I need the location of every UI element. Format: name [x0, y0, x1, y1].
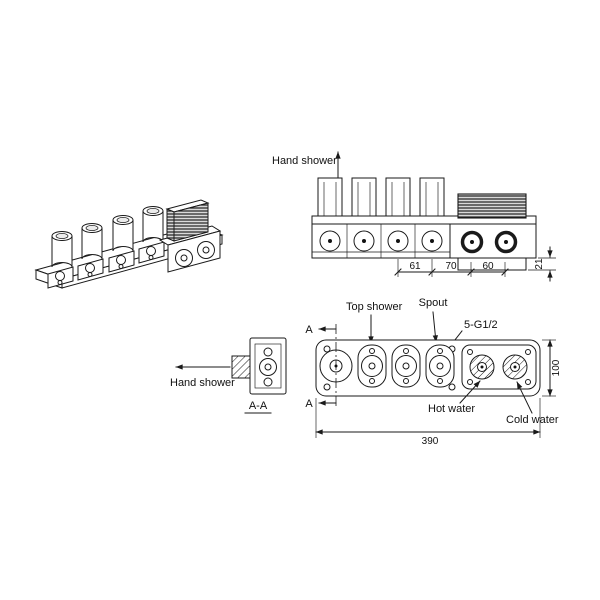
iso-handle-face	[173, 202, 209, 242]
dim-70: 70	[445, 261, 457, 272]
top-shower-label: Top shower	[346, 301, 403, 313]
dim-21: 21	[534, 258, 545, 270]
thread-label: 5-G1/2	[464, 319, 498, 331]
plan-valve	[391, 344, 421, 388]
dim-390: 390	[422, 436, 439, 447]
plan-inlet-block	[461, 344, 537, 390]
spout-label: Spout	[419, 297, 448, 309]
iso-diverter-block	[158, 199, 222, 273]
section-title: A-A	[249, 400, 268, 412]
plan-dimension-390: 390	[315, 398, 541, 447]
dim-61: 61	[409, 261, 421, 272]
mounting-foot	[457, 257, 527, 271]
hand-shower-label: Hand shower	[272, 155, 337, 167]
dim-60: 60	[482, 261, 494, 272]
section-aa-view: Hand shower A-A	[170, 337, 287, 414]
plan-valve	[425, 344, 455, 388]
front-dimension-21: 21	[528, 246, 556, 282]
inlet-bolt	[460, 230, 484, 254]
hand-shower-outlet	[231, 355, 251, 379]
inlet-bolt	[494, 230, 518, 254]
iso-valve-unit	[138, 206, 165, 264]
iso-valve-unit	[77, 223, 104, 281]
cold-water-label: Cold water	[506, 414, 559, 426]
iso-valve-unit	[108, 215, 135, 273]
hot-water-leader	[459, 380, 481, 404]
section-mark-a-bottom: A	[305, 398, 313, 410]
front-elevation-view: Hand shower	[272, 151, 556, 282]
hand-shower-port	[319, 349, 353, 383]
dim-100: 100	[551, 359, 562, 376]
isometric-view	[34, 199, 224, 289]
iso-valve-unit	[47, 231, 74, 289]
mixer-block	[449, 223, 537, 259]
valve-cartridges	[317, 177, 445, 217]
cold-water-leader	[516, 381, 533, 414]
diverter-handle	[457, 193, 527, 219]
hot-water-label: Hot water	[428, 403, 475, 415]
spout-leader	[432, 311, 438, 343]
plan-valve	[357, 344, 387, 388]
hand-shower-label: Hand shower	[170, 377, 235, 389]
front-dimensions: 61 70 60	[394, 259, 509, 277]
plan-dimension-100: 100	[542, 339, 562, 397]
section-mark-a-top: A	[305, 324, 313, 336]
valve-body-ports	[319, 224, 443, 258]
plan-view: Top shower Spout 5-G1/2 A A	[305, 297, 562, 447]
